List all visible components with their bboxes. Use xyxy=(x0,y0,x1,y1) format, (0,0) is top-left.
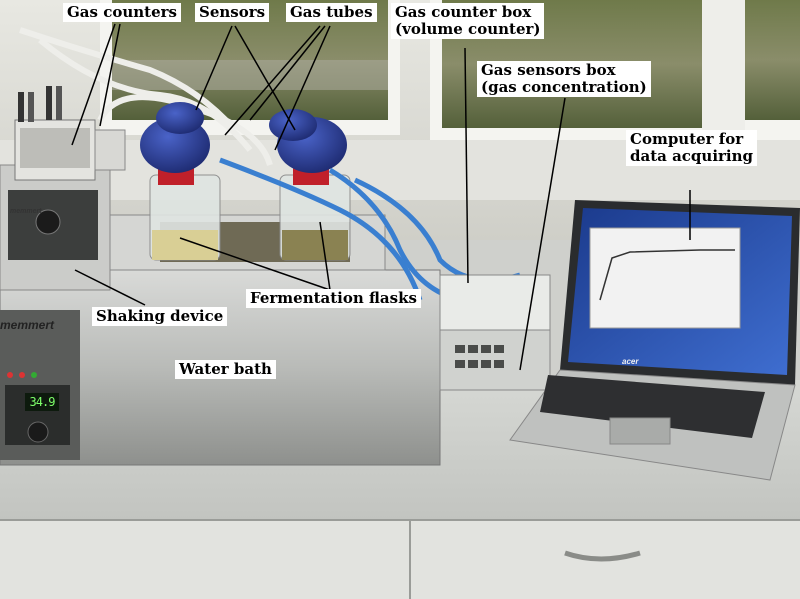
label-water-bath: Water bath xyxy=(175,360,276,379)
water-bath-brand: memmert xyxy=(0,318,55,332)
gas-counters xyxy=(14,86,126,181)
laptop xyxy=(509,200,800,481)
label-gas-counter-box: Gas counter box (volume counter) xyxy=(391,3,545,39)
bench-cabinet xyxy=(0,520,800,599)
laptop-brand: acer xyxy=(622,357,639,366)
leader-lines xyxy=(71,23,691,371)
shaker-brand: memmert xyxy=(10,208,42,215)
label-gas-tubes: Gas tubes xyxy=(286,3,377,22)
label-sensors: Sensors xyxy=(195,3,270,22)
label-computer: Computer for data acquiring xyxy=(626,130,758,166)
label-shaking-device: Shaking device xyxy=(92,307,228,326)
sensors xyxy=(140,102,347,173)
label-gas-counters: Gas counters xyxy=(63,3,181,22)
label-fermentation-flasks: Fermentation flasks xyxy=(246,289,421,308)
label-gas-sensors-box: Gas sensors box (gas concentration) xyxy=(477,61,651,97)
water-bath-temperature-display: 34.9 xyxy=(29,395,56,409)
drawer-handle xyxy=(564,550,641,562)
